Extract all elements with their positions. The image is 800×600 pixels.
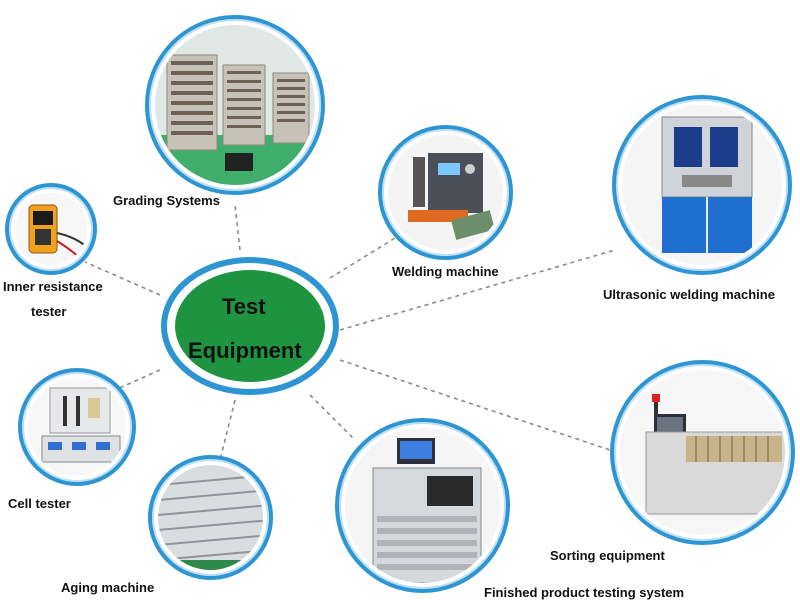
finished-product-testing-system-photo	[345, 428, 500, 583]
aging-machine-photo	[158, 465, 263, 570]
grading-systems-photo	[155, 25, 315, 185]
sorting-equipment-label: Sorting equipment	[550, 548, 665, 563]
grading-systems-node	[145, 15, 325, 195]
link-welding	[329, 234, 401, 279]
aging-machine-label: Aging machine	[61, 580, 155, 595]
link-finished	[309, 394, 356, 441]
welding-machine-node	[378, 125, 513, 260]
inner-resistance-tester-photo	[15, 193, 87, 265]
sorting-equipment-photo	[620, 370, 785, 535]
inner-resistance-tester-label-line2: tester	[31, 304, 67, 319]
center-title-line2: Equipment	[188, 338, 302, 363]
inner-resistance-tester-label-line1: Inner resistance	[3, 279, 103, 294]
sorting-equipment-node	[610, 360, 795, 545]
center-title-line1: Test	[222, 294, 266, 319]
welding-machine-photo	[388, 135, 503, 250]
welding-machine-label: Welding machine	[392, 264, 499, 279]
grading-systems-label: Grading Systems	[113, 193, 220, 208]
link-cell	[114, 369, 161, 391]
inner-resistance-tester-node	[5, 183, 97, 275]
center-node	[161, 257, 339, 395]
ultrasonic-welding-machine-photo	[622, 105, 782, 265]
cell-tester-node	[18, 368, 136, 486]
finished-product-testing-system-node	[335, 418, 510, 593]
ultrasonic-welding-machine-node	[612, 95, 792, 275]
ultrasonic-welding-machine-label: Ultrasonic welding machine	[603, 287, 775, 302]
cell-tester-label: Cell tester	[8, 496, 71, 511]
link-inner	[84, 261, 161, 296]
finished-product-testing-system-label: Finished product testing system	[484, 585, 685, 600]
aging-machine-node	[148, 455, 273, 580]
cell-tester-photo	[28, 378, 126, 476]
link-aging	[219, 399, 236, 461]
link-grading	[234, 204, 241, 251]
link-ultrasonic	[339, 249, 616, 331]
